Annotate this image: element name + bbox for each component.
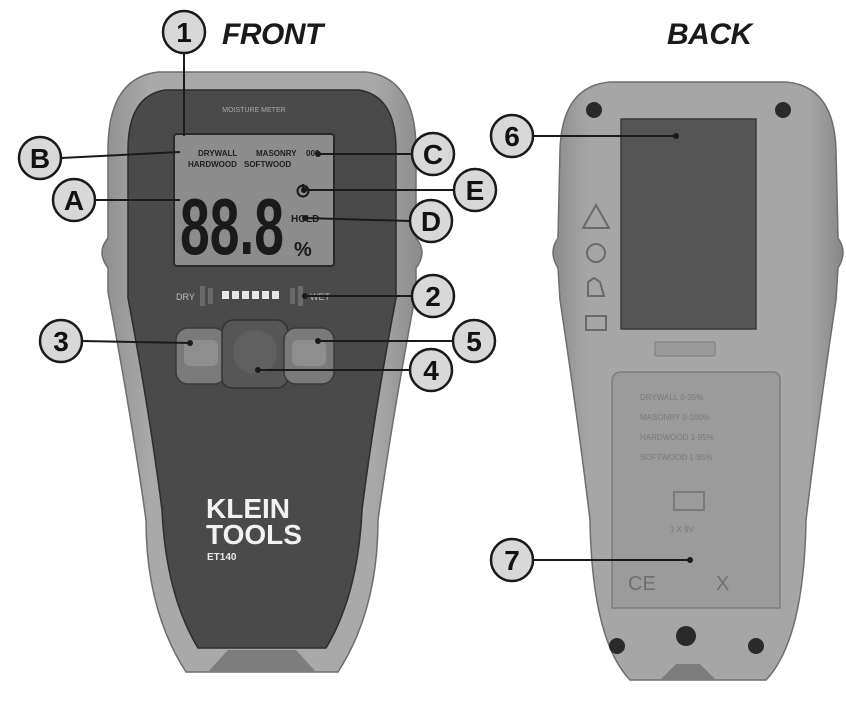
brand-klein: KLEIN xyxy=(206,493,290,524)
left-button-face xyxy=(184,340,218,366)
range-drywall: DRYWALL 0-35% xyxy=(640,393,703,402)
callout-6: 6 xyxy=(489,113,679,159)
battery-door xyxy=(611,371,781,609)
glove-icon xyxy=(587,276,606,297)
lcd-indicator-c: 000 xyxy=(306,149,320,158)
screw-bottom-center xyxy=(676,626,696,646)
lcd-digits: 88.8 xyxy=(180,182,284,271)
back-label-window xyxy=(620,118,757,330)
callout-b-text: B xyxy=(30,143,50,174)
callout-e: E xyxy=(301,167,498,213)
callout-1: 1 xyxy=(161,9,207,136)
led-wet-1 xyxy=(290,288,295,304)
model-number: ET140 xyxy=(207,552,237,563)
callout-c-text: C xyxy=(423,139,443,170)
lcd-material-softwood: SOFTWOOD xyxy=(244,160,291,169)
warning-icon xyxy=(581,202,611,229)
brand-tools: TOOLS xyxy=(206,519,302,550)
led-mid-1 xyxy=(222,291,229,299)
back-bottom-notch xyxy=(660,664,716,680)
moisture-led-bar xyxy=(200,286,303,306)
callout-5: 5 xyxy=(315,318,497,364)
range-hardwood: HARDWOOD 1-95% xyxy=(640,433,714,442)
lcd-material-drywall: DRYWALL xyxy=(198,149,237,158)
range-softwood: SOFTWOOD 1-95% xyxy=(640,453,712,462)
weee-mark: X xyxy=(716,573,729,595)
led-mid-4 xyxy=(252,291,259,299)
led-mid-5 xyxy=(262,291,269,299)
callout-3: 3 xyxy=(38,318,193,364)
led-mid-6 xyxy=(272,291,279,299)
screw-top-right xyxy=(775,102,791,118)
callout-2-text: 2 xyxy=(425,281,441,312)
lcd-material-masonry: MASONRY xyxy=(256,149,297,158)
led-dry-1 xyxy=(200,286,205,306)
callout-2: 2 xyxy=(302,273,456,319)
right-button-face xyxy=(292,340,326,366)
led-dry-2 xyxy=(208,288,213,304)
screw-top-left xyxy=(586,102,602,118)
screw-bottom-right xyxy=(748,638,764,654)
callout-3-text: 3 xyxy=(53,326,69,357)
front-title: FRONT xyxy=(222,18,326,51)
front-view: MOISTURE METER DRYWALL MASONRY HARDWOOD … xyxy=(101,71,423,673)
lcd-percent: % xyxy=(294,239,312,261)
lcd-material-hardwood: HARDWOOD xyxy=(188,160,237,169)
bar-label-dry: DRY xyxy=(176,292,195,302)
back-view: DRYWALL 0-35% MASONRY 0-100% HARDWOOD 1-… xyxy=(552,81,844,681)
battery-icon xyxy=(673,491,705,511)
callout-e-text: E xyxy=(466,175,485,206)
battery-spec: 1 X 9V xyxy=(670,525,695,534)
callout-b: B xyxy=(17,135,181,181)
safety-glasses-icon xyxy=(586,243,606,263)
callout-5-text: 5 xyxy=(466,326,482,357)
range-masonry: MASONRY 0-100% xyxy=(640,413,710,422)
callout-7-text: 7 xyxy=(504,545,520,576)
led-mid-2 xyxy=(232,291,239,299)
callout-7: 7 xyxy=(489,537,693,583)
callout-a-text: A xyxy=(64,185,84,216)
ce-mark: CE xyxy=(628,573,656,595)
front-bottom-notch xyxy=(208,650,316,672)
back-slot xyxy=(654,341,716,357)
manual-icon xyxy=(585,315,607,331)
led-mid-3 xyxy=(242,291,249,299)
callout-a: A xyxy=(51,177,180,223)
callout-d-text: D xyxy=(421,206,441,237)
callout-1-text: 1 xyxy=(176,17,192,48)
power-button-face xyxy=(233,330,277,374)
led-wet-2 xyxy=(298,286,303,306)
callout-d: D xyxy=(302,198,454,244)
back-title: BACK xyxy=(667,18,754,51)
callout-6-text: 6 xyxy=(504,121,520,152)
callout-4-text: 4 xyxy=(423,355,439,386)
faceplate-label: MOISTURE METER xyxy=(222,107,285,114)
screw-bottom-left xyxy=(609,638,625,654)
callout-4: 4 xyxy=(255,347,454,393)
callout-c: C xyxy=(315,131,456,177)
